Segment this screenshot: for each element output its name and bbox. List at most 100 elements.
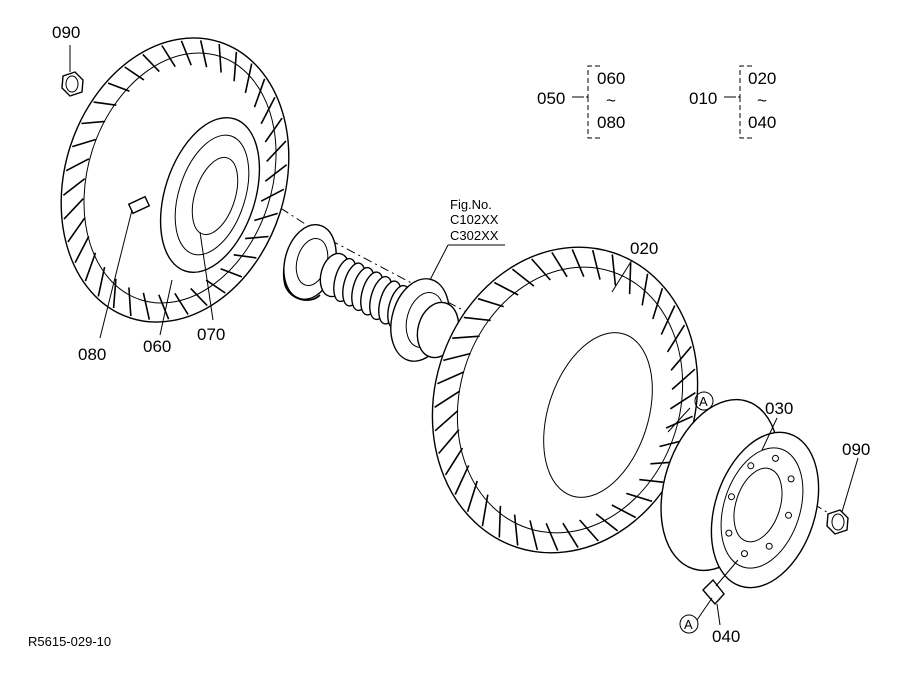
- tread-lug: [107, 82, 130, 92]
- tread-lug: [652, 288, 664, 320]
- tread-lug: [551, 251, 568, 278]
- tread-lug: [529, 520, 539, 551]
- left-tire: [60, 37, 290, 323]
- tread-lug: [531, 258, 551, 281]
- tread-lug: [626, 492, 653, 503]
- tread-lug: [671, 368, 696, 390]
- axle-hub: [282, 224, 460, 362]
- tread-lug: [665, 415, 693, 429]
- legend-bracket-050: [572, 65, 600, 139]
- tread-lug: [84, 252, 97, 282]
- rim-bolt-hole: [785, 511, 792, 519]
- tread-lug: [97, 266, 106, 297]
- leader-lines: [69, 45, 859, 626]
- tread-lug: [591, 249, 601, 280]
- rim-bolt-hole: [772, 454, 779, 462]
- label-030: 030: [765, 399, 793, 418]
- tread-lug: [513, 514, 519, 546]
- rim-bolt-hole: [765, 542, 773, 550]
- tread-lug: [142, 53, 160, 73]
- tread-lug: [437, 371, 465, 385]
- rim-bolt-hole: [728, 493, 735, 501]
- tread-lug: [161, 45, 176, 68]
- label-070: 070: [197, 325, 225, 344]
- label-080: 080: [78, 345, 106, 364]
- tread-lug: [67, 217, 86, 243]
- tread-lug: [72, 138, 96, 148]
- rim-bolt-hole: [725, 529, 733, 537]
- tread-lug: [81, 120, 105, 125]
- legend-050-tilde: ~: [606, 91, 616, 110]
- tread-lug: [669, 392, 696, 410]
- tread-lug: [218, 43, 222, 73]
- tread-lug: [571, 249, 585, 278]
- tread-lug: [260, 188, 285, 202]
- tread-lug: [660, 305, 676, 335]
- label-090-top: 090: [52, 23, 80, 42]
- label-020: 020: [630, 239, 658, 258]
- label-090-right: 090: [842, 440, 870, 459]
- tread-lug: [65, 158, 90, 172]
- legend-010-tilde: ~: [757, 91, 767, 110]
- tread-lug: [174, 292, 189, 315]
- tread-lug: [639, 478, 667, 484]
- fig-ref-line-2: C302XX: [450, 228, 499, 243]
- tread-lug: [205, 279, 226, 294]
- tread-lug: [493, 281, 519, 296]
- tread-lug: [498, 505, 502, 538]
- tread-lug: [93, 101, 117, 106]
- tread-lug: [63, 198, 84, 220]
- tread-lug: [434, 410, 459, 432]
- tread-lug: [260, 96, 276, 125]
- legend-050-from: 060: [597, 69, 625, 88]
- legend-bracket-010: [724, 65, 752, 139]
- tread-lug: [74, 235, 90, 264]
- tread-lug: [128, 287, 132, 317]
- right-rim: [660, 398, 820, 589]
- tread-lug: [463, 316, 491, 322]
- tread-lug: [477, 297, 504, 308]
- tread-lug: [190, 287, 208, 307]
- rim-bolt-hole: [741, 550, 748, 558]
- tread-lug: [444, 447, 464, 476]
- tread-lug: [443, 352, 471, 362]
- left-rim: [159, 116, 261, 274]
- tread-lug: [628, 262, 632, 295]
- legend-010-parent: 010: [689, 89, 717, 108]
- tread-lug: [511, 268, 535, 287]
- tread-lug: [124, 66, 145, 81]
- tread-lug: [220, 268, 243, 278]
- tread-lug: [112, 278, 117, 309]
- tread-lug: [452, 335, 480, 339]
- tread-lug: [244, 63, 253, 94]
- label-040: 040: [712, 627, 740, 646]
- tread-lug: [481, 494, 489, 527]
- rim-bolt-hole: [747, 462, 755, 470]
- tread-lug: [254, 212, 278, 222]
- tread-lug: [233, 254, 257, 259]
- tread-lug: [264, 117, 283, 143]
- tread-lug: [466, 480, 478, 512]
- tread-lug: [158, 294, 170, 320]
- tread-lug: [438, 429, 460, 455]
- label-060: 060: [143, 337, 171, 356]
- ref-circle-a-upper: [694, 391, 714, 411]
- legend-010-to: 040: [748, 113, 776, 132]
- tread-lug: [245, 235, 269, 240]
- tread-lug: [233, 51, 238, 82]
- tread-lug: [562, 522, 579, 549]
- tread-lug: [670, 345, 692, 371]
- tread-lug: [579, 519, 599, 542]
- tread-lug: [611, 254, 617, 286]
- drawing-code: R5615-029-10: [28, 634, 111, 649]
- fig-ref-title: Fig.No.: [450, 197, 492, 212]
- tread-lug: [641, 273, 649, 306]
- tread-lug: [62, 178, 86, 196]
- tread-lug: [545, 522, 559, 551]
- tread-lug: [454, 465, 470, 495]
- ref-a-upper: A: [699, 394, 708, 409]
- ref-circle-a-lower: [679, 614, 699, 634]
- tread-lug: [142, 292, 151, 320]
- tread-lug: [199, 40, 208, 68]
